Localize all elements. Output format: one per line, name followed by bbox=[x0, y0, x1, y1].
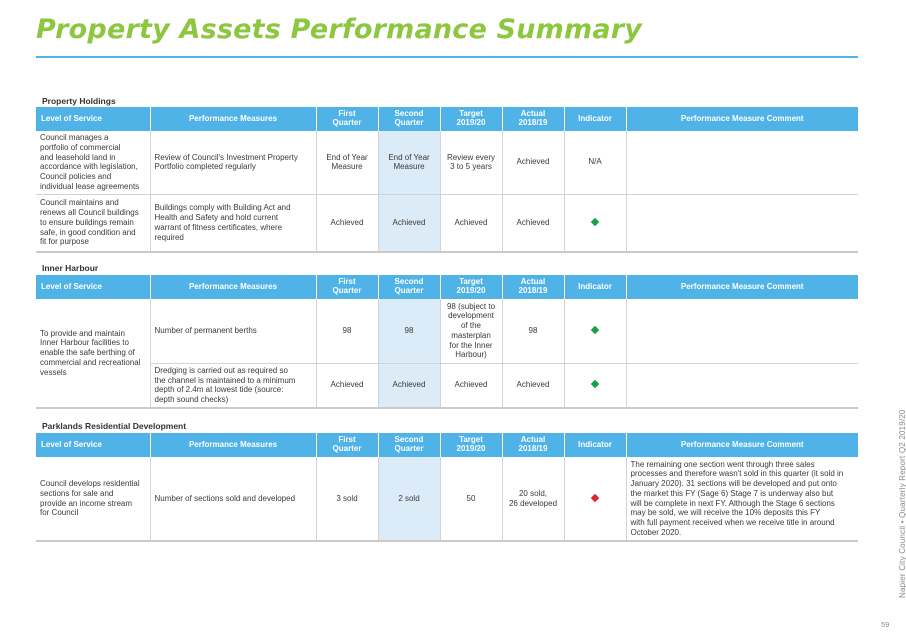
header-comment: Performance Measure Comment bbox=[626, 275, 858, 299]
report-footer-label: Napier City Council • Quarterly Report Q… bbox=[898, 409, 906, 598]
section-heading-property-holdings: Property Holdings bbox=[42, 96, 116, 106]
achieved-indicator-icon bbox=[590, 380, 600, 389]
indicator-cell bbox=[564, 457, 627, 542]
indicator-cell bbox=[564, 299, 627, 364]
header-level-of-service: Level of Service bbox=[36, 433, 151, 457]
comment-cell bbox=[626, 131, 858, 195]
table-header-row: Level of Service Performance Measures Fi… bbox=[36, 433, 858, 457]
first-quarter-cell: Achieved bbox=[316, 194, 379, 253]
indicator-cell bbox=[564, 194, 627, 253]
section-heading-inner-harbour: Inner Harbour bbox=[42, 263, 99, 273]
property-holdings-table: Level of Service Performance Measures Fi… bbox=[36, 107, 858, 253]
header-performance-measures: Performance Measures bbox=[150, 275, 317, 299]
first-quarter-cell: 3 sold bbox=[316, 457, 379, 542]
actual-cell: Achieved bbox=[502, 194, 565, 253]
performance-measure-cell: Number of sections sold and developed bbox=[150, 457, 317, 542]
comment-cell bbox=[626, 363, 858, 409]
comment-cell bbox=[626, 299, 858, 364]
second-quarter-cell: 98 bbox=[378, 299, 441, 364]
achieved-indicator-icon bbox=[590, 325, 600, 335]
actual-cell: Achieved bbox=[502, 363, 565, 409]
performance-measure-cell: Number of permanent berths bbox=[150, 299, 317, 364]
target-cell: Achieved bbox=[440, 194, 503, 253]
indicator-cell bbox=[564, 363, 627, 409]
target-cell: 50 bbox=[440, 457, 503, 542]
header-performance-measures: Performance Measures bbox=[150, 107, 317, 131]
header-comment: Performance Measure Comment bbox=[626, 433, 858, 457]
indicator-cell: N/A bbox=[564, 131, 627, 195]
actual-cell: 98 bbox=[502, 299, 565, 364]
second-quarter-cell: Achieved bbox=[378, 194, 441, 253]
not-achieved-indicator-icon bbox=[590, 493, 600, 502]
header-level-of-service: Level of Service bbox=[36, 275, 151, 299]
header-performance-measures: Performance Measures bbox=[150, 433, 317, 457]
title-divider bbox=[36, 56, 858, 58]
second-quarter-cell: 2 sold bbox=[378, 457, 441, 542]
page-title: Property Assets Performance Summary bbox=[36, 14, 643, 45]
header-indicator: Indicator bbox=[564, 107, 627, 131]
header-comment: Performance Measure Comment bbox=[626, 107, 858, 131]
table-header-row: Level of Service Performance Measures Fi… bbox=[36, 107, 858, 131]
parklands-table: Level of Service Performance Measures Fi… bbox=[36, 433, 858, 542]
comment-cell: The remaining one section went through t… bbox=[626, 457, 858, 542]
actual-cell: 20 sold,26 developed bbox=[502, 457, 565, 542]
page-number: 59 bbox=[881, 620, 890, 629]
header-indicator: Indicator bbox=[564, 275, 627, 299]
header-indicator: Indicator bbox=[564, 433, 627, 457]
table-header-row: Level of Service Performance Measures Fi… bbox=[36, 275, 858, 299]
first-quarter-cell: 98 bbox=[316, 299, 379, 364]
section-heading-parklands: Parklands Residential Development bbox=[42, 421, 187, 431]
actual-cell: Achieved bbox=[502, 131, 565, 195]
achieved-indicator-icon bbox=[590, 217, 600, 227]
second-quarter-cell: Achieved bbox=[378, 363, 441, 409]
inner-harbour-table: Level of Service Performance Measures Fi… bbox=[36, 275, 858, 409]
header-level-of-service: Level of Service bbox=[36, 107, 151, 131]
first-quarter-cell: Achieved bbox=[316, 363, 379, 409]
target-cell: Achieved bbox=[440, 363, 503, 409]
comment-cell bbox=[626, 194, 858, 253]
